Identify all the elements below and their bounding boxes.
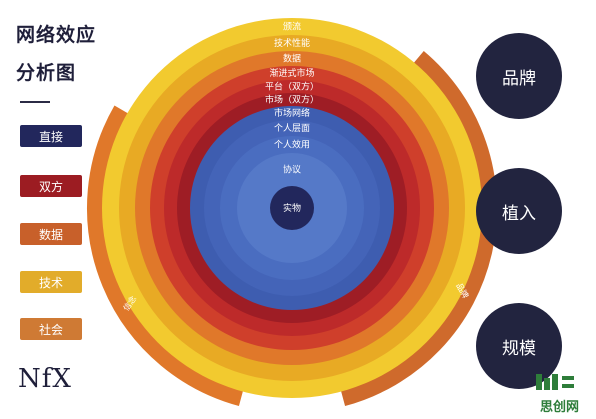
legend-tech: 技术: [20, 271, 82, 293]
category-brand: 品牌: [476, 33, 562, 119]
ring-label-7: 个人层面: [274, 123, 310, 134]
diagram-title-line1: 网络效应: [16, 24, 97, 46]
legend-direct: 直接: [20, 125, 82, 147]
diagram-title-line2: 分析图: [16, 62, 77, 84]
outer-ring-segment: [87, 105, 244, 407]
category-embedding: 植入: [476, 168, 562, 254]
ring-label-5: 市场（双方）: [265, 94, 319, 106]
ring-label-1: 技术性能: [274, 37, 310, 49]
ring-label-4: 平台（双方）: [265, 81, 319, 93]
watermark-text: 思创网: [540, 400, 580, 415]
title-underline: [20, 101, 50, 103]
nfx-logo: NfX: [18, 364, 72, 394]
ring-label-9: 协议: [283, 164, 301, 176]
ring-10: [270, 186, 314, 230]
legend-social: 社会: [20, 318, 82, 340]
ring-label-6: 市场网络: [274, 107, 310, 119]
rings-group: [87, 18, 497, 407]
legend-two-sided: 双方: [20, 175, 82, 197]
watermark-logo: [536, 374, 574, 390]
legend-data: 数据: [20, 223, 82, 245]
ring-label-2: 数据: [283, 53, 301, 65]
outer-ring-segment: [340, 50, 497, 407]
ring-label-0: 颁流: [283, 21, 301, 33]
labels-group: 颁流技术性能数据渐进式市场平台（双方）市场（双方）市场网络个人层面个人效用协议实…: [121, 21, 471, 313]
category-scale: 规模: [476, 303, 562, 389]
ring-label-8: 个人效用: [274, 139, 310, 151]
ring-label-3: 渐进式市场: [269, 67, 314, 79]
ring-label-10: 实物: [283, 202, 301, 214]
